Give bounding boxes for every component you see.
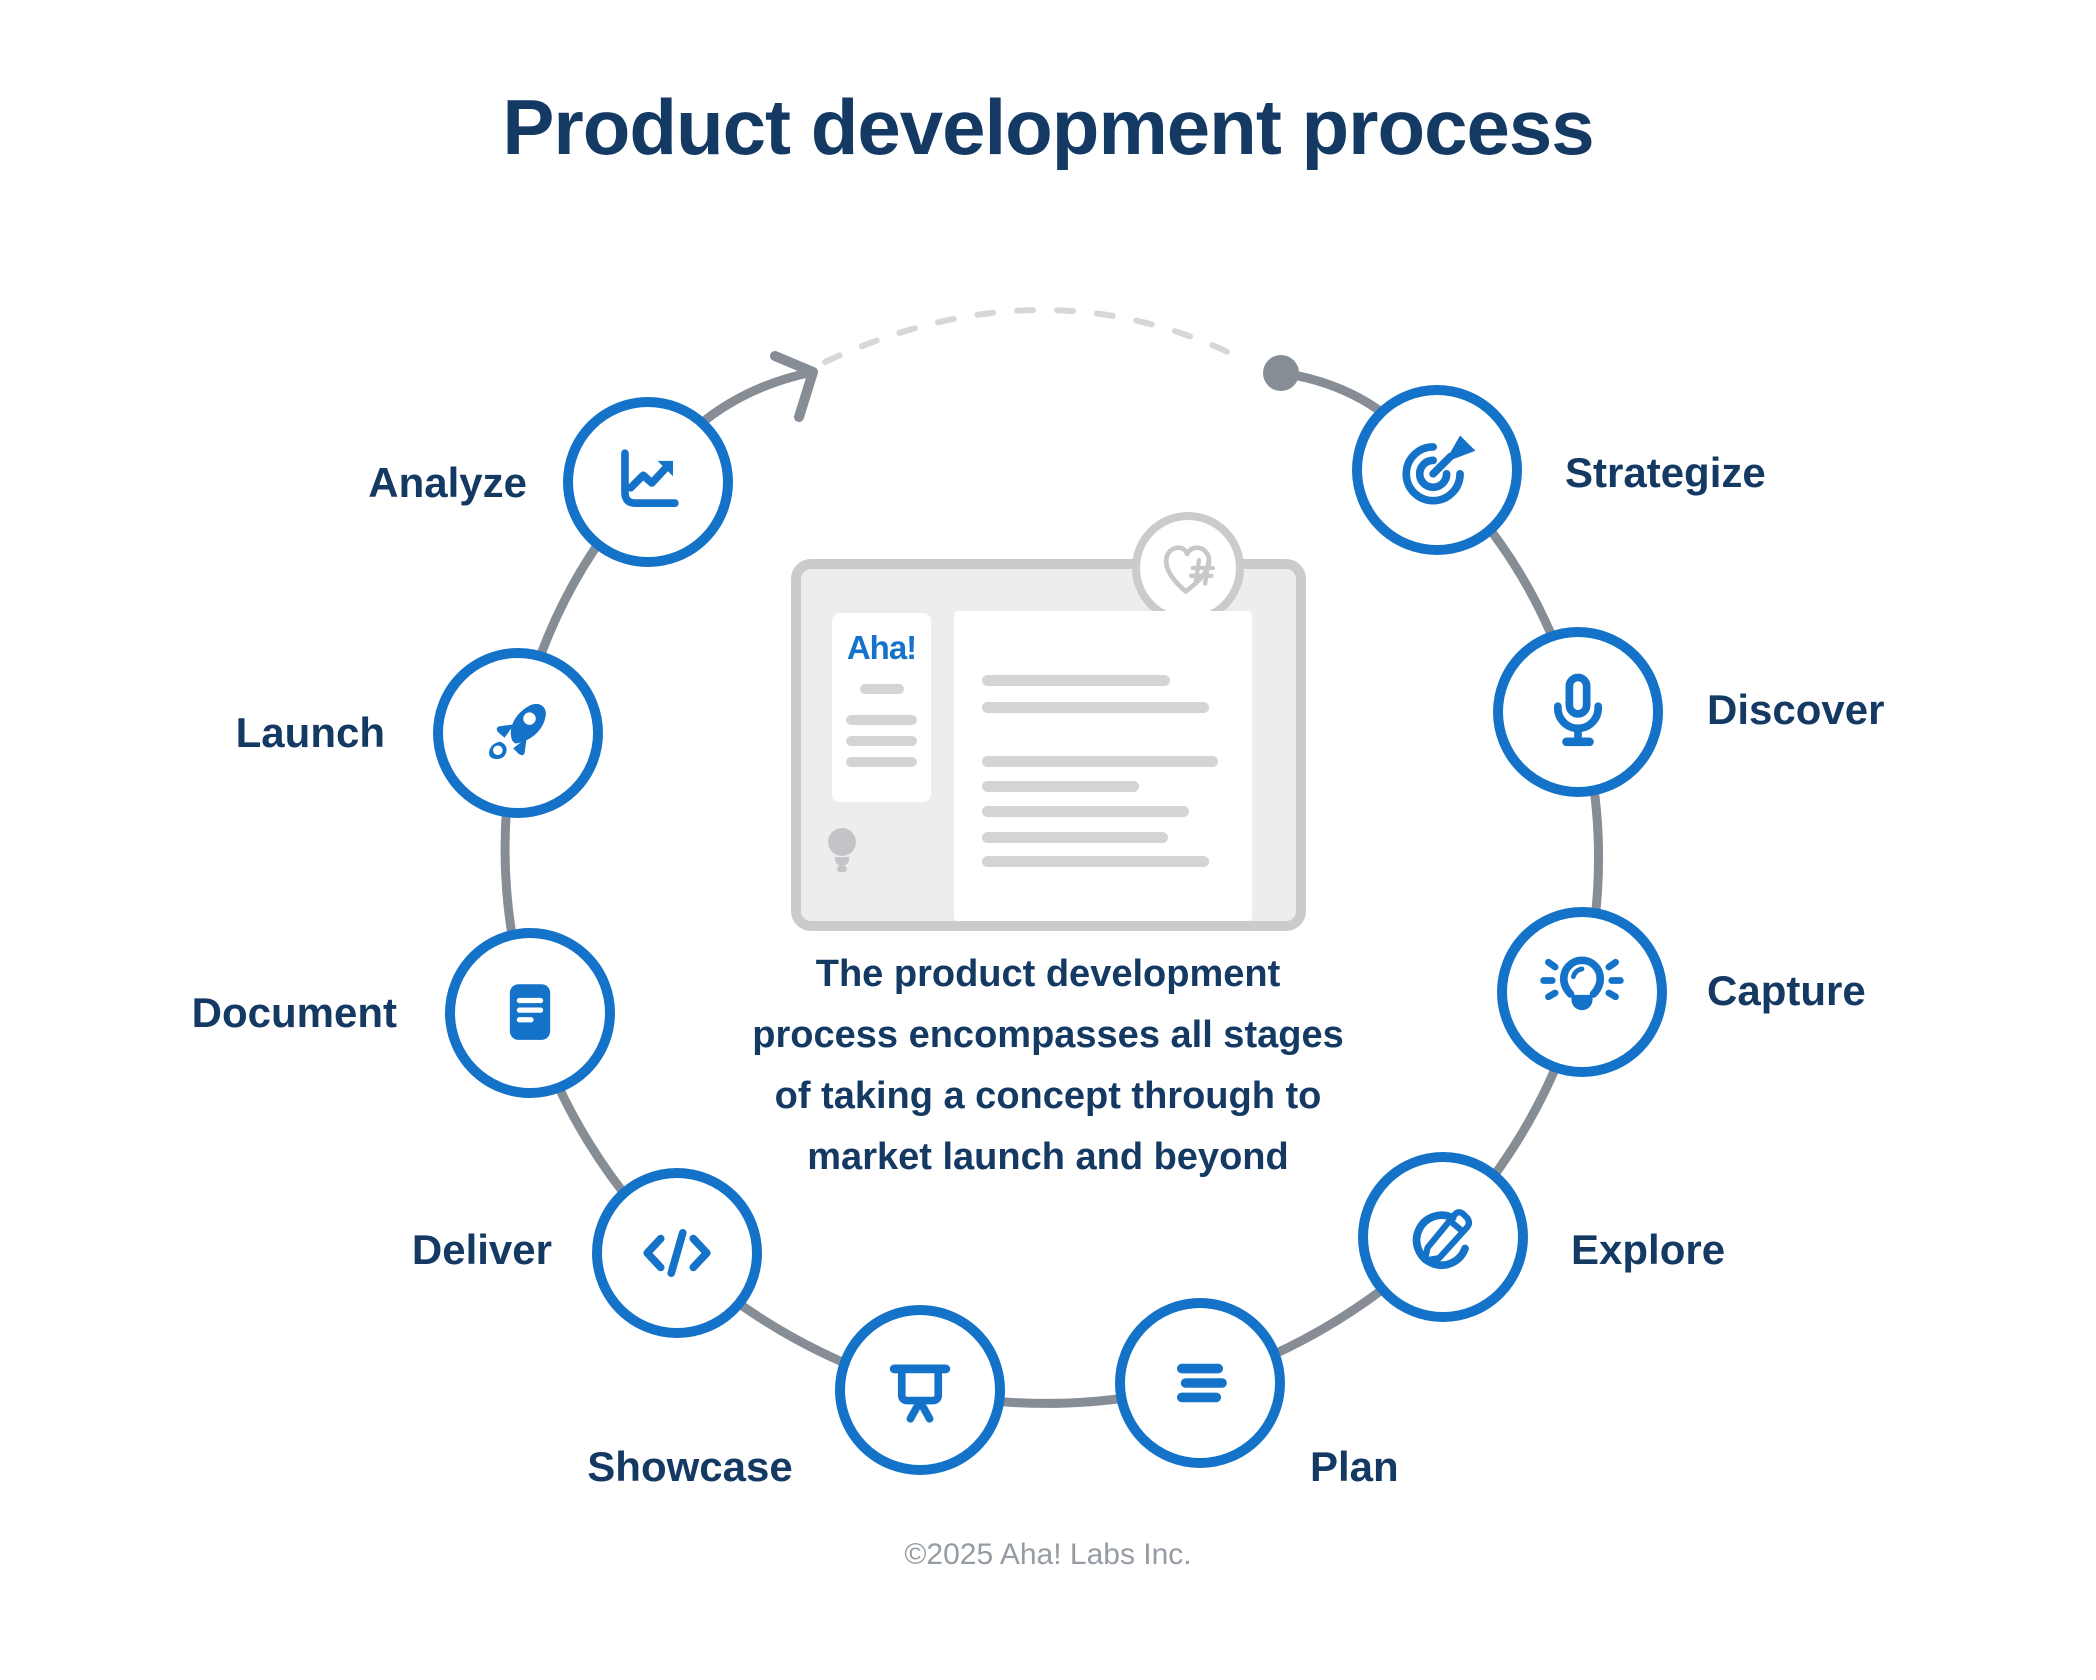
stage-label-analyze: Analyze [368,459,527,506]
heart-hashtag-icon [1163,545,1216,594]
card-sidebar: Aha! [832,613,931,802]
placeholder-bar [982,832,1168,843]
stage-node-document [445,928,615,1098]
placeholder-bar [846,757,917,767]
aha-logo: Aha! [846,629,917,666]
placeholder-bar [846,715,917,725]
description-line: of taking a concept through to [774,1075,1322,1117]
stage-node-analyze [563,397,733,567]
presentation-board-icon [889,1364,951,1423]
placeholder-bar [982,702,1209,713]
stage-node-deliver [592,1168,762,1338]
card-content-panel [954,611,1252,921]
bullseye-dart-icon [1402,435,1476,505]
stage-node-showcase [835,1305,1005,1475]
stage-node-explore [1358,1152,1528,1322]
stage-label-explore: Explore [1571,1226,1726,1273]
card-lightbulb-icon [824,826,860,881]
lightbulb-rays-icon [1540,956,1624,1011]
placeholder-bar [846,736,917,746]
stage-node-discover [1493,627,1663,797]
flow-start-dot [1263,355,1299,391]
stage-label-launch: Launch [235,709,385,756]
placeholder-bar [982,806,1189,817]
stage-label-plan: Plan [1310,1443,1399,1490]
description-line: market launch and beyond [807,1136,1289,1178]
flow-arrowhead-icon [770,351,818,422]
stage-label-document: Document [191,989,397,1036]
stage-node-launch [433,648,603,818]
stage-label-capture: Capture [1707,967,1866,1014]
stage-node-strategize [1352,385,1522,555]
heart-badge [1132,512,1244,624]
ring-dashed-arc [822,307,1251,365]
stage-label-deliver: Deliver [411,1226,552,1273]
pencil-circle-icon [1412,1209,1473,1269]
description-line: process encompasses all stages [752,1014,1344,1056]
stage-node-plan [1115,1298,1285,1468]
rocket-icon [489,703,546,760]
page-title: Product development process [502,83,1594,171]
chart-line-icon [621,449,679,507]
placeholder-bar [982,756,1218,767]
document-icon [509,984,551,1040]
copyright-text: ©2025 Aha! Labs Inc. [904,1538,1192,1571]
placeholder-bar [859,684,904,694]
stage-label-strategize: Strategize [1565,449,1766,496]
stage-label-discover: Discover [1707,686,1885,733]
placeholder-bar [982,675,1170,686]
microphone-icon [1554,673,1602,747]
stage-label-showcase: Showcase [587,1443,793,1490]
description-line: The product development [815,953,1281,995]
placeholder-bar [982,856,1209,867]
center-description: The product development process encompas… [648,944,1448,1188]
placeholder-bar [982,781,1139,792]
code-icon [643,1229,711,1277]
stage-node-capture [1497,907,1667,1077]
list-lines-icon [1176,1363,1227,1403]
